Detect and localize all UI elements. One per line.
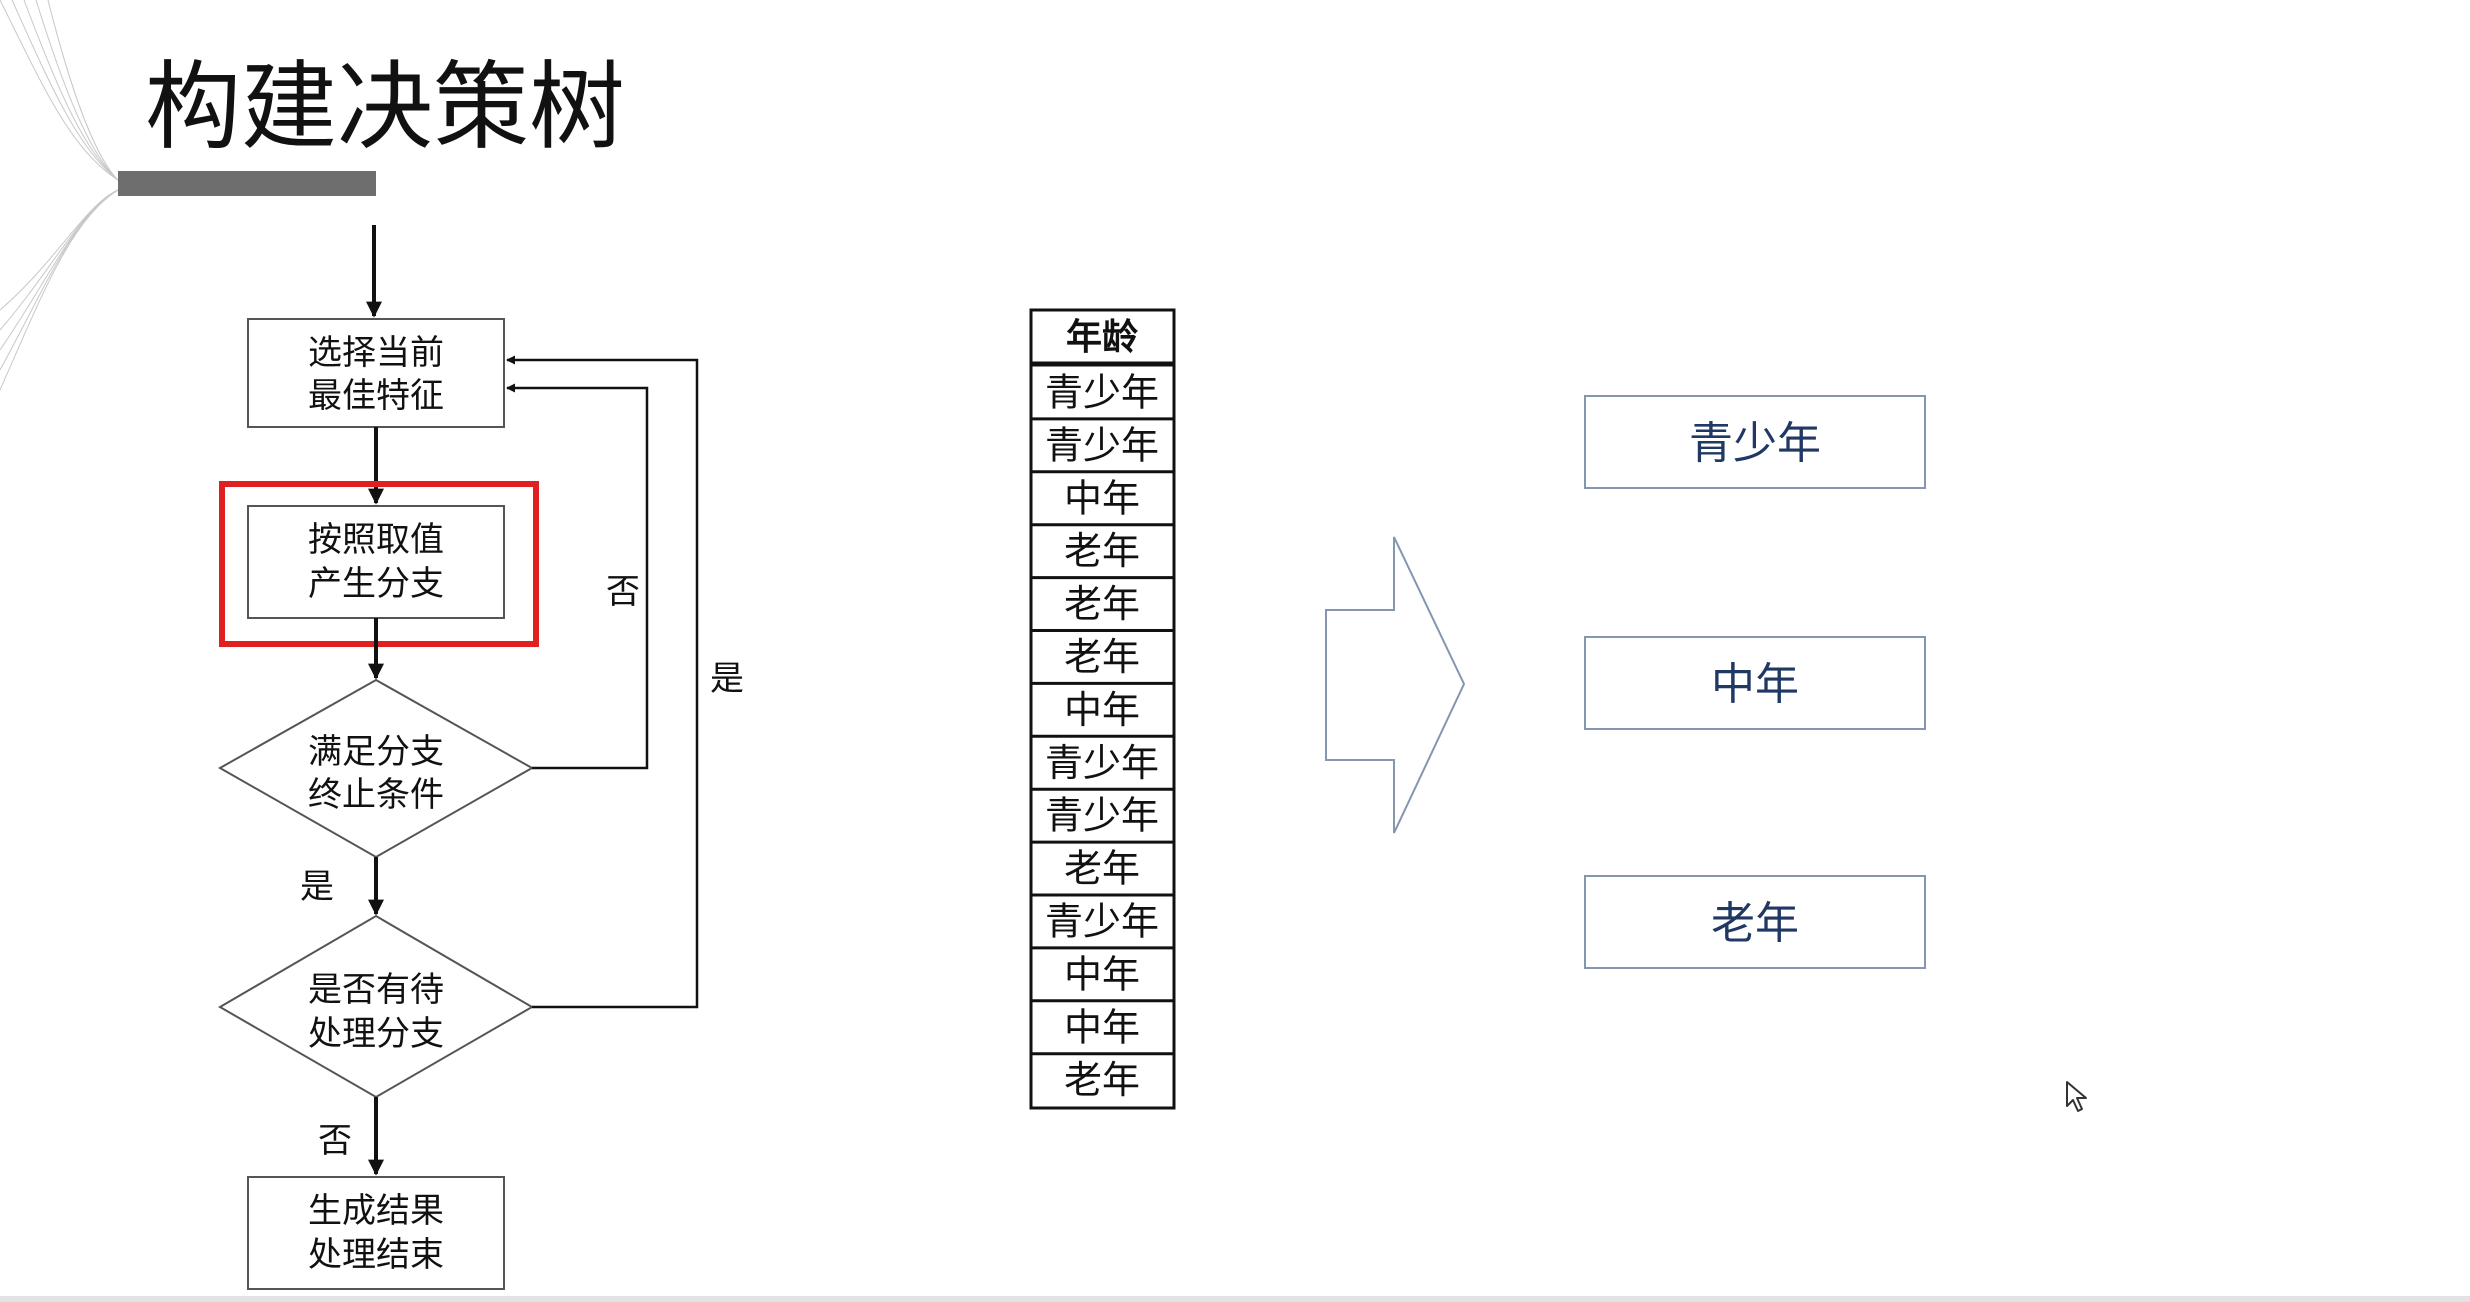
finish-line2: 处理结束	[308, 1235, 444, 1275]
age-table-cell: 老年	[1064, 847, 1140, 891]
transform-arrow	[1326, 537, 1464, 833]
age-table-cell: 中年	[1064, 952, 1140, 996]
age-table-cell: 青少年	[1045, 899, 1159, 943]
pending-branches-line2: 处理分支	[308, 1014, 444, 1054]
result-box-elder-label: 老年	[1711, 898, 1799, 949]
age-table-cell: 青少年	[1045, 741, 1159, 785]
no-loop-label: 否	[606, 572, 640, 612]
age-table-cell: 中年	[1064, 1005, 1140, 1049]
select-feature-line2: 最佳特征	[308, 376, 444, 416]
age-table-cell: 老年	[1064, 635, 1140, 679]
stop-condition-line1: 满足分支	[308, 732, 444, 772]
yes-loop-arrow	[507, 360, 697, 1007]
stop-condition-line2: 终止条件	[308, 775, 444, 815]
finish-line1: 生成结果	[308, 1191, 444, 1231]
result-box-youth-label: 青少年	[1689, 418, 1821, 469]
branch-by-value-line1: 按照取值	[308, 520, 444, 560]
result-box-middle-label: 中年	[1711, 659, 1799, 710]
yes-down-label: 是	[300, 867, 334, 907]
bottom-bar	[0, 1296, 2470, 1302]
age-table-cell: 青少年	[1045, 370, 1159, 414]
age-table-cell: 老年	[1064, 582, 1140, 626]
age-table-cell: 中年	[1064, 476, 1140, 520]
mouse-pointer-icon	[2065, 1080, 2091, 1114]
select-feature-line1: 选择当前	[308, 333, 444, 373]
page-title: 构建决策树	[145, 51, 625, 163]
age-table-cell: 老年	[1064, 1058, 1140, 1102]
age-table-cell: 青少年	[1045, 423, 1159, 467]
age-table-cell: 老年	[1064, 529, 1140, 573]
title-underline-bar	[118, 171, 376, 196]
flowchart: 选择当前 最佳特征 按照取值 产生分支 满足分支 终止条件 否 是 是否有待 处…	[220, 225, 744, 1289]
age-table-cell: 青少年	[1045, 794, 1159, 838]
result-boxes: 青少年 中年 老年	[1585, 396, 1925, 968]
age-table-cell: 中年	[1064, 688, 1140, 732]
yes-loop-label: 是	[710, 659, 744, 699]
age-table-header: 年龄	[1066, 316, 1138, 358]
branch-by-value-line2: 产生分支	[308, 564, 444, 604]
pending-branches-line1: 是否有待	[308, 970, 444, 1010]
no-down-label: 否	[318, 1121, 352, 1161]
decorative-fan-lines	[0, 0, 118, 390]
